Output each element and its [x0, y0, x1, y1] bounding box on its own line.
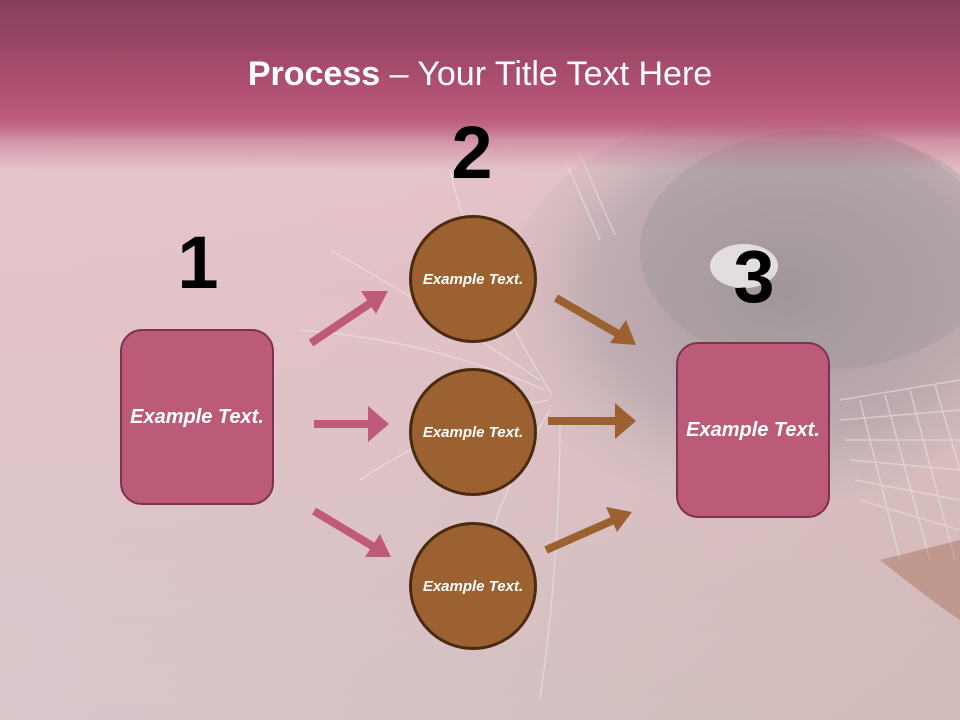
step-2-circle-middle: Example Text. [409, 368, 537, 496]
header-fade [0, 110, 960, 170]
step-number-2: 2 [451, 111, 493, 194]
step-2-circle-bottom: Example Text. [409, 522, 537, 650]
slide-title: Process – Your Title Text Here [0, 52, 960, 96]
arrow-middle-to-3 [548, 403, 636, 439]
arrow-bottom-to-3 [544, 507, 632, 554]
step-2-circle-top: Example Text. [409, 215, 537, 343]
step-2-label-middle: Example Text. [422, 423, 524, 441]
step-3-box: Example Text. [676, 342, 830, 518]
title-rest: – Your Title Text Here [380, 55, 713, 93]
step-number-1: 1 [177, 221, 219, 304]
title-bold: Process [247, 55, 381, 93]
arrow-1-to-middle [314, 406, 389, 442]
step-3-label: Example Text. [686, 418, 820, 441]
arrow-1-to-top [308, 291, 388, 347]
step-1-box: Example Text. [120, 329, 274, 505]
step-2-label-top: Example Text. [422, 270, 524, 288]
step-1-label: Example Text. [130, 405, 264, 428]
arrow-top-to-3 [553, 294, 636, 345]
arrow-1-to-bottom [311, 507, 391, 557]
step-number-3: 3 [733, 235, 775, 318]
step-2-label-bottom: Example Text. [422, 577, 524, 595]
